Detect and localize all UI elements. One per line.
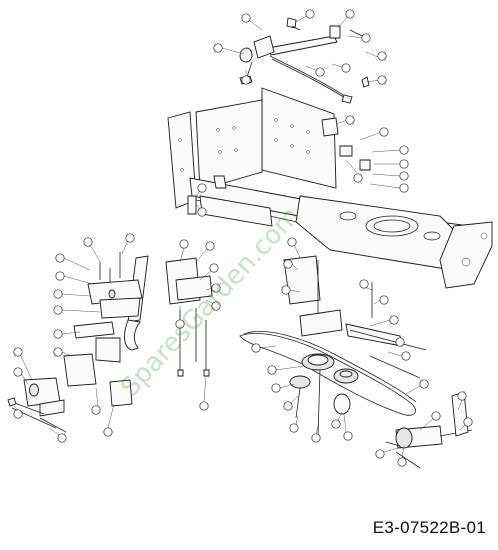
rear-linkage [385, 391, 473, 469]
diagram-code: E3-07522B-01 [372, 518, 486, 537]
watermark: SparesGarden.com [115, 201, 306, 403]
pedal-assembly [63, 252, 149, 407]
main-frame [167, 87, 493, 289]
steering-linkage [239, 17, 370, 104]
callout-bubbles [13, 9, 473, 467]
drive-pulleys [239, 255, 427, 437]
transmission-linkage [7, 377, 67, 433]
central-brackets [165, 257, 213, 377]
